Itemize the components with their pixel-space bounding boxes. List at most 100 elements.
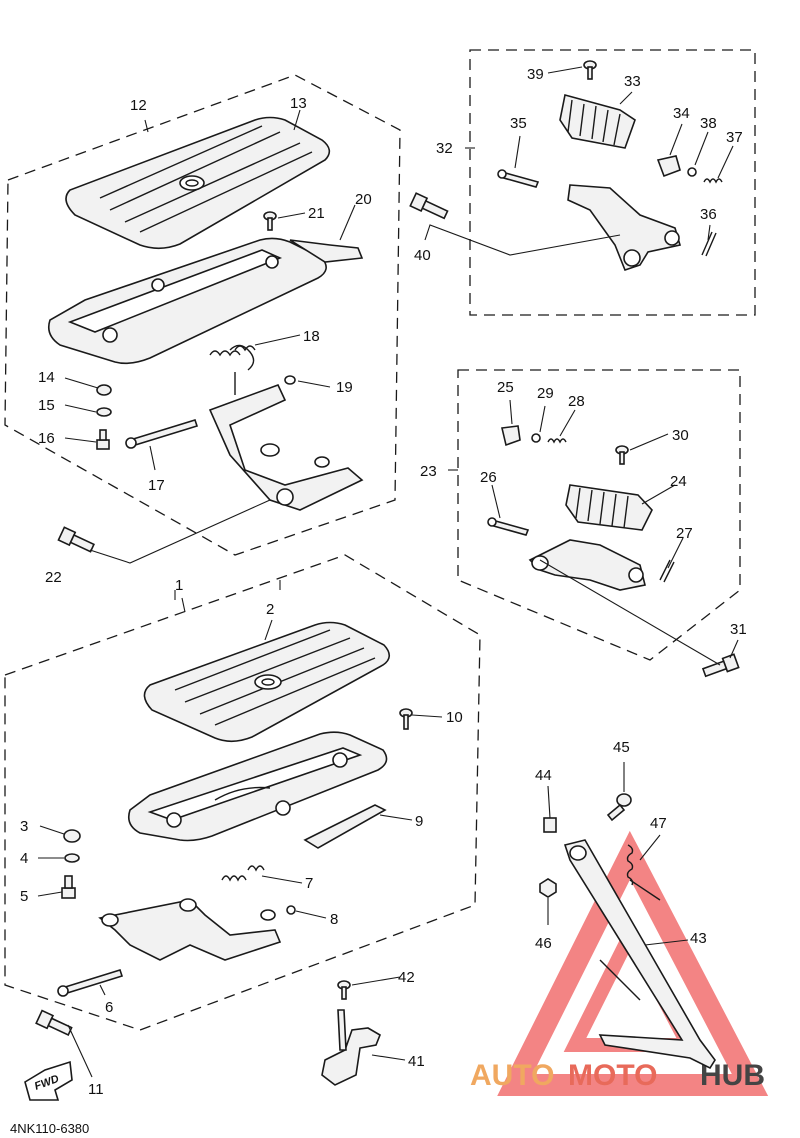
- callout-47: 47: [650, 815, 667, 832]
- callout-33: 33: [624, 73, 641, 90]
- callout-36: 36: [700, 206, 717, 223]
- group-12-boundary: [4, 74, 401, 556]
- plate-9: [303, 804, 387, 849]
- sidestand-43: [563, 839, 716, 1070]
- callout-45: 45: [613, 739, 630, 756]
- callout-13: 13: [290, 95, 307, 112]
- footrest-rubber-24: [565, 484, 653, 531]
- screw-10: [399, 708, 413, 730]
- callout-39: 39: [527, 66, 544, 83]
- callout-9: 9: [415, 813, 423, 830]
- callout-16: 16: [38, 430, 55, 447]
- pin-35: [497, 169, 540, 188]
- footboard-bracket-upper: [208, 344, 364, 511]
- callout-38: 38: [700, 115, 717, 132]
- bolt-45: [606, 793, 632, 822]
- callout-46: 46: [535, 935, 552, 952]
- callout-6: 6: [105, 999, 113, 1016]
- ball-34: [656, 155, 681, 178]
- callout-43: 43: [690, 930, 707, 947]
- bolt-5: [61, 875, 76, 899]
- clip-19: [284, 375, 296, 385]
- collar-3: [63, 829, 81, 843]
- watermark-text-auto: AUTO: [470, 1059, 554, 1092]
- spring-37: [703, 178, 723, 184]
- shaft-17: [125, 419, 199, 449]
- callout-8: 8: [330, 911, 338, 928]
- collar-44: [543, 817, 557, 833]
- callout-15: 15: [38, 397, 55, 414]
- pin-26: [487, 517, 530, 536]
- callout-34: 34: [673, 105, 690, 122]
- callout-1: 1: [175, 577, 183, 594]
- callout-27: 27: [676, 525, 693, 542]
- callout-7: 7: [305, 875, 313, 892]
- callout-25: 25: [497, 379, 514, 396]
- screw-21: [263, 211, 277, 231]
- fwd-arrow-icon: [24, 1060, 73, 1101]
- callout-24: 24: [670, 473, 687, 490]
- callout-22: 22: [45, 569, 62, 586]
- spring-18: [209, 345, 256, 357]
- nut-46: [539, 878, 557, 898]
- diagram-code: 4NK110-6380: [10, 1121, 89, 1136]
- cotter-pin-27: [659, 559, 675, 583]
- bolt-16: [96, 429, 110, 450]
- cotter-pin-36: [701, 231, 717, 257]
- callout-21: 21: [308, 205, 325, 222]
- callout-30: 30: [672, 427, 689, 444]
- group-23-boundary: [457, 369, 741, 661]
- callout-10: 10: [446, 709, 463, 726]
- footboard-base-plate: [47, 237, 364, 365]
- callout-19: 19: [336, 379, 353, 396]
- callout-4: 4: [20, 850, 28, 867]
- bolt-31: [701, 653, 740, 678]
- callout-5: 5: [20, 888, 28, 905]
- ball-29: [531, 433, 541, 443]
- footrest-rubber-33: [559, 94, 636, 149]
- callout-18: 18: [303, 328, 320, 345]
- callout-31: 31: [730, 621, 747, 638]
- callout-11: 11: [88, 1081, 104, 1098]
- footboard-base-plate-lower: [127, 731, 388, 842]
- callout-37: 37: [726, 129, 743, 146]
- group-1-boundary: [4, 554, 481, 1031]
- collar-14: [96, 384, 112, 396]
- callout-23: 23: [420, 463, 437, 480]
- watermark-text-moto: MOTO: [568, 1059, 657, 1092]
- group-32-boundary: [469, 49, 756, 316]
- callout-32: 32: [436, 140, 453, 157]
- callout-2: 2: [266, 601, 274, 618]
- callout-40: 40: [414, 247, 431, 264]
- washer-15: [96, 407, 112, 417]
- callout-28: 28: [568, 393, 585, 410]
- footrest-bracket-23: [528, 539, 646, 591]
- callout-17: 17: [148, 477, 165, 494]
- bolt-11: [35, 1009, 73, 1036]
- bolt-40: [409, 192, 449, 220]
- footboard-bracket-lower: [98, 898, 282, 961]
- spring-47: [626, 844, 661, 901]
- footboard-mat-13: [65, 116, 331, 250]
- footrest-bracket-32: [567, 184, 682, 271]
- callout-12: 12: [130, 97, 147, 114]
- callout-29: 29: [537, 385, 554, 402]
- callout-41: 41: [408, 1053, 425, 1070]
- washer-4: [64, 853, 80, 863]
- screw-30: [615, 445, 629, 465]
- callout-35: 35: [510, 115, 527, 132]
- lever-41: [321, 1009, 381, 1086]
- shaft-6: [57, 969, 124, 997]
- leader-lines: [37, 66, 739, 1078]
- ball-38: [687, 167, 697, 177]
- screw-39: [583, 60, 597, 80]
- clip-8: [286, 905, 296, 915]
- ball-25: [501, 425, 521, 447]
- callout-20: 20: [355, 191, 372, 208]
- callout-26: 26: [480, 469, 497, 486]
- screw-42: [337, 980, 351, 1000]
- callout-labels: 12 13 20 21 18 19 14 15 16 17 22 1 2 10 …: [20, 66, 747, 1098]
- spring-7: [221, 865, 265, 882]
- footboard-mat-2: [143, 621, 391, 743]
- spring-28: [547, 438, 567, 444]
